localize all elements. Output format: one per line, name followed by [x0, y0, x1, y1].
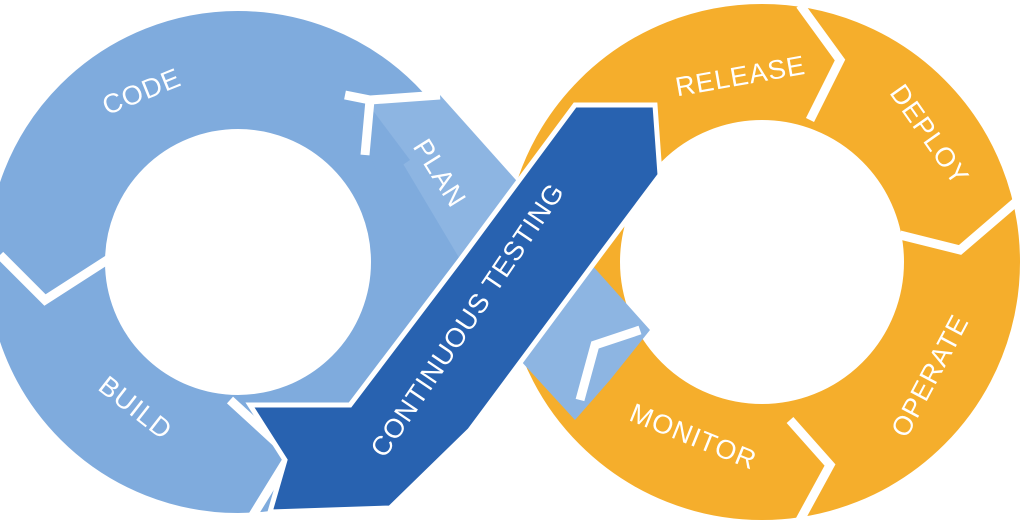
- continuous-testing-segment: [245, 102, 663, 515]
- dev-ring: [0, 11, 489, 513]
- code-segment-fill: [340, 80, 410, 180]
